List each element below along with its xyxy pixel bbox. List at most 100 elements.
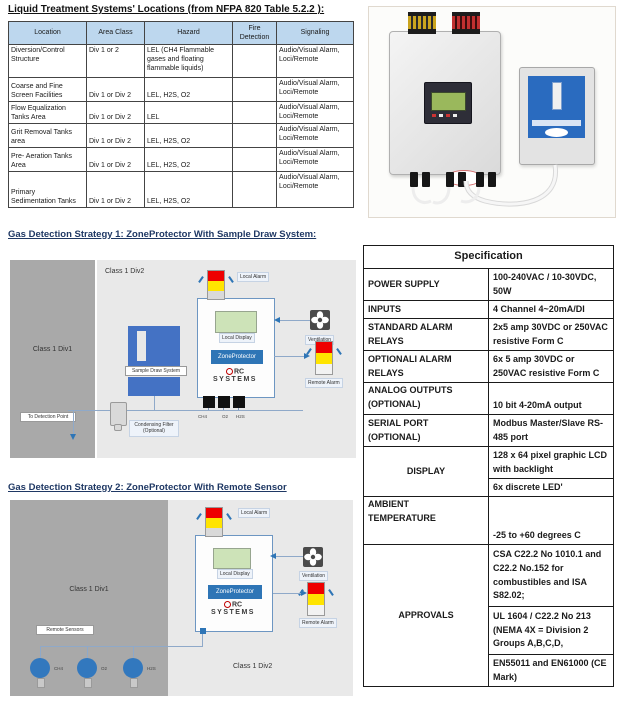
spec-label: OPTIONALI ALARM RELAYS (363, 350, 489, 383)
cell-hazard: LEL, H2S, O2 (144, 147, 233, 172)
cable-gland-icon (422, 172, 430, 187)
local-display-lcd (213, 548, 251, 569)
spec-value: CSA C22.2 No 1010.1 and C22.2 No.152 for… (488, 544, 614, 607)
locations-table: Location Area Class Hazard Fire Detectio… (8, 21, 354, 208)
cell-fire-detection (232, 123, 277, 148)
cell-location: Grit Removal Tanks area (8, 123, 87, 148)
condensing-filter-icon (110, 402, 127, 426)
blue-front-panel (528, 76, 585, 138)
local-display-label: Local Display (217, 569, 253, 580)
remote-sensors-label: Remote Sensors (36, 625, 94, 636)
cell-fire-detection (232, 77, 277, 102)
sensor-label-o2: O2 (101, 666, 108, 671)
cell-location: Coarse and Fine Screen Facilities (8, 77, 87, 102)
cell-hazard: LEL, H2S, O2 (144, 171, 233, 208)
zone2-label: Class 1 Div2 (233, 663, 273, 670)
spec-value: 6x discrete LED' (488, 478, 614, 497)
spec-value: EN55011 and EN61000 (CE Mark) (488, 654, 614, 687)
cable-gland-icon (446, 172, 454, 187)
panel-label-strip (532, 120, 581, 126)
cell-signaling: Audio/Visual Alarm, Loci/Remote (276, 147, 354, 172)
spec-value: Modbus Master/Slave RS- 485 port (488, 414, 614, 447)
remote-sensor-h2s-icon (123, 658, 143, 678)
gas-connector-h2s (233, 396, 245, 408)
to-detection-point-label: To Detection Point (20, 412, 76, 423)
cell-area-class: Div 1 or 2 (86, 44, 145, 78)
condensing-filter-label: Condensing Filter (Optional) (129, 420, 179, 437)
local-alarm-beacon-icon (207, 270, 225, 300)
spec-label: DISPLAY (363, 446, 489, 497)
spec-label: SERIAL PORT (OPTIONAL) (363, 414, 489, 447)
table-row: Coarse and Fine Screen Facilities Div 1 … (8, 77, 354, 102)
sample-draw-system-unit (519, 67, 595, 165)
cell-area-class: Div 1 or Div 2 (86, 147, 145, 172)
cell-hazard: LEL, H2S, O2 (144, 77, 233, 102)
channel-label-o2: O2 (222, 414, 229, 419)
sample-draw-lower-box (128, 377, 180, 396)
spec-value: 4 Channel 4~20mA/DI (488, 300, 614, 319)
arrow-into-unit (274, 317, 280, 323)
spec-label: ANALOG OUTPUTS (OPTIONAL) (363, 382, 489, 415)
remote-alarm-label: Remote Alarm (305, 378, 343, 389)
cell-area-class: Div 1 or Div 2 (86, 101, 145, 124)
controller-display-panel (424, 82, 472, 124)
cell-hazard: LEL (CH4 Flammable gases and floating fl… (144, 44, 233, 78)
cell-fire-detection (232, 171, 277, 208)
zone2-label: Class 1 Div2 (105, 268, 145, 275)
table-row: Grit Removal Tanks area Div 1 or Div 2 L… (8, 123, 354, 148)
cell-location: Flow Equalization Tanks Area (8, 101, 87, 124)
ventilation-label: Ventilation (299, 571, 329, 582)
gas-connector-o2 (218, 396, 230, 408)
cell-signaling: Audio/Visual Alarm, Loci/Remote (276, 123, 354, 148)
spec-value: 128 x 64 pixel graphic LCD with backligh… (488, 446, 614, 479)
arrow-to-detection-point (70, 434, 76, 440)
sample-draw-system-box (128, 326, 180, 366)
table-row: Pre- Aeration Tanks Area Div 1 or Div 2 … (8, 147, 354, 172)
local-alarm-label: Local Alarm (237, 272, 270, 283)
cell-signaling: Audio/Visual Alarm, Loci/Remote (276, 77, 354, 102)
channel-label-h2s: H2S (236, 414, 245, 419)
remote-sensor-o2-icon (77, 658, 97, 678)
gas-connector-ch4 (203, 396, 215, 408)
remote-sensor-ch4-icon (30, 658, 50, 678)
amber-beacon-icon (408, 12, 436, 34)
local-alarm-beacon-icon (205, 507, 223, 537)
sensor-label-h2s: H2S (147, 666, 156, 671)
cell-fire-detection (232, 44, 277, 78)
cable-gland-icon (488, 172, 496, 187)
ventilation-fan-icon (303, 547, 323, 567)
spec-value: -25 to +60 degrees C (488, 496, 614, 545)
spec-value: 10 bit 4-20mA output (488, 382, 614, 415)
sensor-label-ch4: CH4 (54, 666, 64, 671)
remote-alarm-label: Remote Alarm (299, 618, 337, 629)
spec-title: Specification (363, 245, 614, 269)
local-display-label: Local Display (219, 333, 255, 344)
locations-table-title: Liquid Treatment Systems' Locations (fro… (8, 4, 325, 15)
table-row: Diversion/Control Structure Div 1 or 2 L… (8, 44, 354, 78)
remote-alarm-beacon-icon (307, 582, 325, 616)
cell-fire-detection (232, 147, 277, 172)
spec-label: POWER SUPPLY (363, 268, 489, 301)
cell-hazard: LEL (144, 101, 233, 124)
spec-value: 2x5 amp 30VDC or 250VAC resistive Form C (488, 318, 614, 351)
class1-div1-zone (10, 260, 95, 458)
wiring-terminal (200, 628, 206, 634)
flow-window (137, 331, 146, 361)
strategy1-heading: Gas Detection Strategy 1: ZoneProtector … (8, 229, 317, 240)
local-display-lcd (215, 311, 257, 333)
arrow-into-unit (270, 553, 276, 559)
cable-gland-icon (458, 172, 466, 187)
arrow-to-remote-alarm (304, 353, 310, 359)
zone1-label: Class 1 Div1 (32, 346, 73, 353)
arrow-to-remote-alarm (301, 590, 307, 596)
locations-header-row: Location Area Class Hazard Fire Detectio… (8, 21, 354, 45)
cell-area-class: Div 1 or Div 2 (86, 123, 145, 148)
lcd-screen (431, 92, 466, 111)
cell-signaling: Audio/Visual Alarm, Loci/Remote (276, 44, 354, 78)
table-row: Primary Sedimentation Tanks Div 1 or Div… (8, 171, 354, 208)
cable-gland-icon (410, 172, 418, 187)
rc-systems-logo: RC SYSTEMS (211, 601, 255, 617)
cell-fire-detection (232, 101, 277, 124)
brand-oval-logo (545, 128, 568, 137)
